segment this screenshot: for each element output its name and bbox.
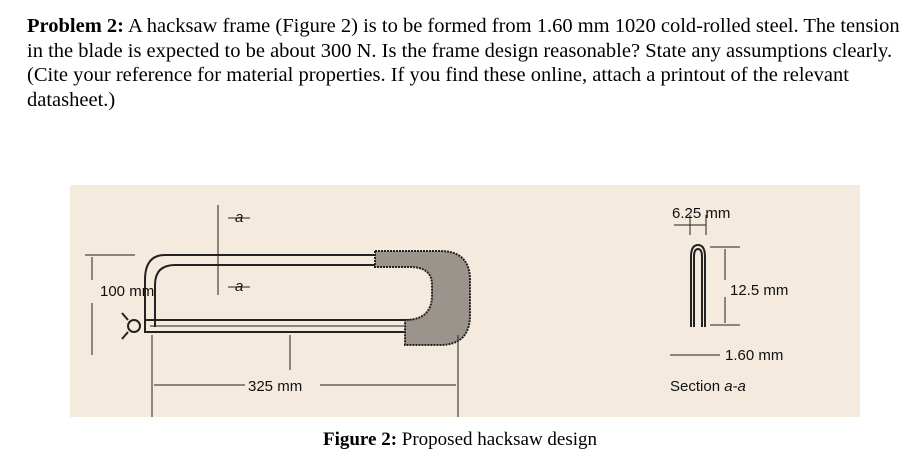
thickness-label: 1.60 mm bbox=[725, 347, 783, 364]
height-label: 100 mm bbox=[100, 283, 154, 300]
section-title: Section a-a bbox=[670, 378, 746, 395]
section-u-profile bbox=[690, 243, 706, 327]
problem-text: Problem 2: A hacksaw frame (Figure 2) is… bbox=[27, 14, 907, 63]
section-marker-bottom: a bbox=[235, 278, 243, 295]
problem-statement: Problem 2: A hacksaw frame (Figure 2) is… bbox=[27, 14, 907, 112]
problem-note: (Cite your reference for material proper… bbox=[27, 64, 849, 111]
caption-text: Proposed hacksaw design bbox=[397, 429, 598, 450]
problem-body: A hacksaw frame (Figure 2) is to be form… bbox=[27, 15, 900, 62]
width-label: 6.25 mm bbox=[672, 205, 730, 222]
dimension-lines bbox=[85, 205, 740, 417]
section-marker-top: a bbox=[235, 209, 243, 226]
length-label: 325 mm bbox=[248, 378, 302, 395]
figure-caption: Figure 2: Proposed hacksaw design bbox=[0, 429, 920, 451]
hacksaw-frame-drawing bbox=[121, 250, 471, 346]
depth-label: 12.5 mm bbox=[730, 282, 788, 299]
caption-label: Figure 2: bbox=[322, 429, 398, 450]
hacksaw-figure: 100 mm 325 mm a a 6.25 mm 12.5 mm 1.60 m… bbox=[70, 185, 860, 417]
problem-heading: Problem 2: bbox=[27, 15, 124, 37]
